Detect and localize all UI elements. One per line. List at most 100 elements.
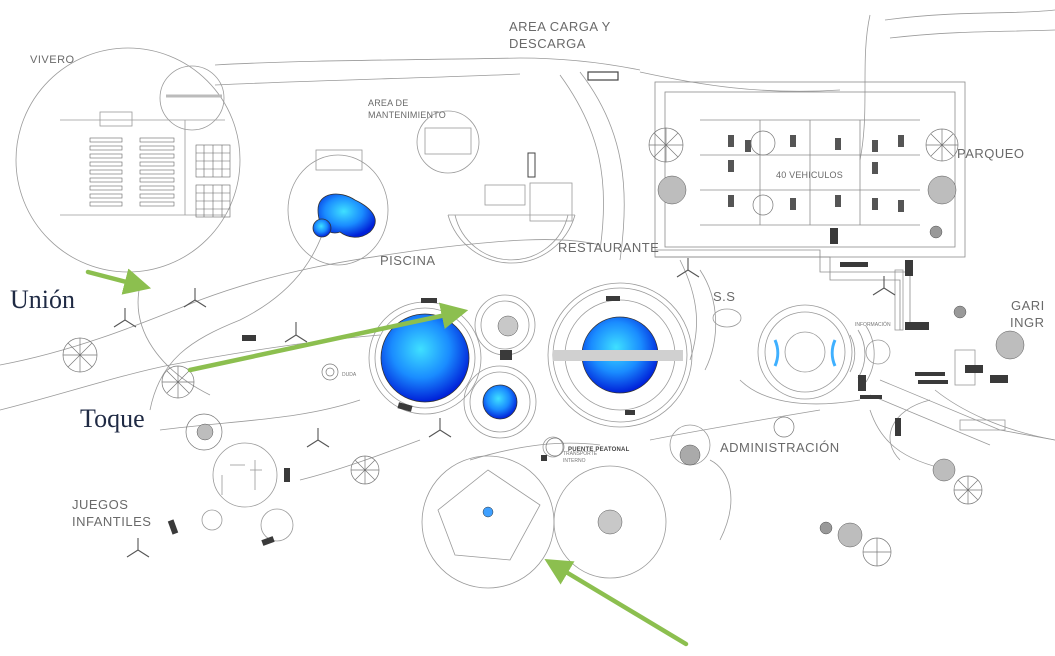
bench-icon bbox=[113, 308, 137, 328]
road-path bbox=[214, 57, 641, 71]
juegos-infantiles-label: JUEGOS bbox=[72, 497, 129, 512]
road-path bbox=[889, 29, 1055, 39]
road-path bbox=[559, 74, 604, 251]
tree-icon bbox=[752, 194, 774, 216]
area-mantenimiento-label: AREA DE bbox=[368, 98, 409, 108]
tree-icon bbox=[185, 413, 223, 451]
vivero-circle bbox=[15, 47, 241, 273]
vehicle-icon bbox=[895, 418, 901, 436]
arrow-icon bbox=[187, 302, 469, 373]
road-path bbox=[649, 409, 821, 441]
tree-icon bbox=[648, 127, 684, 163]
bench-icon bbox=[428, 418, 452, 438]
juegos-infantiles-label: INFANTILES bbox=[72, 514, 152, 529]
plant-beds bbox=[89, 137, 175, 207]
road-path bbox=[934, 389, 1055, 441]
vehicle-icon bbox=[965, 365, 983, 373]
ss-label: S.S bbox=[713, 289, 736, 304]
tree-icon bbox=[597, 509, 623, 535]
road-path bbox=[679, 259, 697, 361]
garita-label: GARI bbox=[1011, 298, 1045, 313]
road-path bbox=[0, 334, 381, 411]
garden-circle bbox=[553, 465, 667, 579]
tree-icon bbox=[679, 444, 701, 466]
tree-icon bbox=[927, 175, 957, 205]
tree-icon bbox=[953, 305, 967, 319]
administracion-label: ADMINISTRACIÓN bbox=[720, 440, 840, 455]
road-path bbox=[469, 442, 601, 461]
tree-icon bbox=[161, 365, 195, 399]
area-carga-label: AREA CARGA Y bbox=[509, 19, 611, 34]
garita-label: INGR bbox=[1010, 315, 1045, 330]
road-path bbox=[884, 9, 1055, 21]
vehiculos-label: 40 VEHICULOS bbox=[776, 170, 843, 180]
vehicle-icon bbox=[990, 375, 1008, 383]
piscina-label: PISCINA bbox=[380, 253, 436, 268]
pond-ring bbox=[463, 365, 537, 439]
tree-icon bbox=[545, 437, 565, 457]
restaurante-building bbox=[454, 214, 569, 261]
road-path bbox=[149, 209, 331, 411]
transporte-label: TRANSPORTE bbox=[563, 451, 598, 457]
road-path bbox=[739, 379, 861, 405]
puente-label: PUENTE PEATONAL bbox=[568, 447, 630, 453]
tree-icon bbox=[497, 315, 519, 337]
bench-icon bbox=[284, 322, 308, 343]
road-path bbox=[299, 439, 421, 481]
tree-icon bbox=[321, 363, 339, 381]
tree-icon bbox=[953, 475, 983, 505]
pond-ring bbox=[374, 307, 476, 409]
bench-icon bbox=[306, 428, 330, 448]
tree-icon bbox=[750, 130, 776, 156]
road-path bbox=[699, 269, 717, 371]
informacion-label: INFORMACIÓN bbox=[855, 322, 891, 328]
arrow-icon bbox=[85, 268, 152, 295]
large-plaza bbox=[547, 282, 693, 428]
vehicle-icon bbox=[527, 152, 536, 178]
restaurante-label: RESTAURANTE bbox=[558, 240, 660, 255]
bench-icon bbox=[872, 276, 896, 296]
vehicle-icon bbox=[858, 375, 866, 391]
road-path bbox=[579, 71, 625, 261]
road-path bbox=[0, 239, 601, 366]
tree-icon bbox=[929, 225, 943, 239]
tree-icon bbox=[773, 416, 795, 438]
tree-icon bbox=[995, 330, 1025, 360]
road-path bbox=[214, 73, 521, 86]
tree-icon bbox=[196, 423, 214, 441]
bench-icon bbox=[183, 288, 207, 308]
road-path bbox=[859, 14, 871, 161]
transport-circle bbox=[421, 455, 555, 589]
tree-icon bbox=[837, 522, 863, 548]
tree-icon bbox=[932, 458, 956, 482]
bench-icon bbox=[126, 538, 150, 558]
bench-icon bbox=[676, 258, 700, 278]
road-path bbox=[709, 459, 732, 541]
union-annotation: Unión bbox=[10, 285, 75, 314]
area-mantenimiento-label: MANTENIMIENTO bbox=[368, 110, 446, 120]
juegos-circle bbox=[212, 442, 278, 508]
piscina-area bbox=[287, 154, 389, 266]
area-carga-label: DESCARGA bbox=[509, 36, 586, 51]
arrow-icon bbox=[544, 559, 689, 647]
vehicle-icon bbox=[587, 71, 619, 81]
tree-icon bbox=[862, 537, 892, 567]
duda-label: DUDA bbox=[342, 372, 357, 378]
road-path bbox=[639, 71, 841, 92]
tree-icon bbox=[925, 128, 959, 162]
tree-icon bbox=[657, 175, 687, 205]
tree-icon bbox=[350, 455, 380, 485]
swimming-pool bbox=[317, 193, 376, 238]
informacion-plaza bbox=[757, 304, 853, 400]
tree-icon bbox=[62, 337, 98, 373]
tree-icon bbox=[819, 521, 833, 535]
transporte-label: INTERNO bbox=[563, 458, 586, 464]
toque-annotation: Toque bbox=[80, 404, 145, 433]
pond bbox=[482, 384, 518, 420]
parqueo-label: PARQUEO bbox=[957, 146, 1025, 161]
vivero-label: VIVERO bbox=[30, 54, 75, 66]
pond bbox=[380, 313, 470, 403]
mantenimiento-circle bbox=[416, 110, 480, 174]
road-path bbox=[159, 399, 361, 431]
